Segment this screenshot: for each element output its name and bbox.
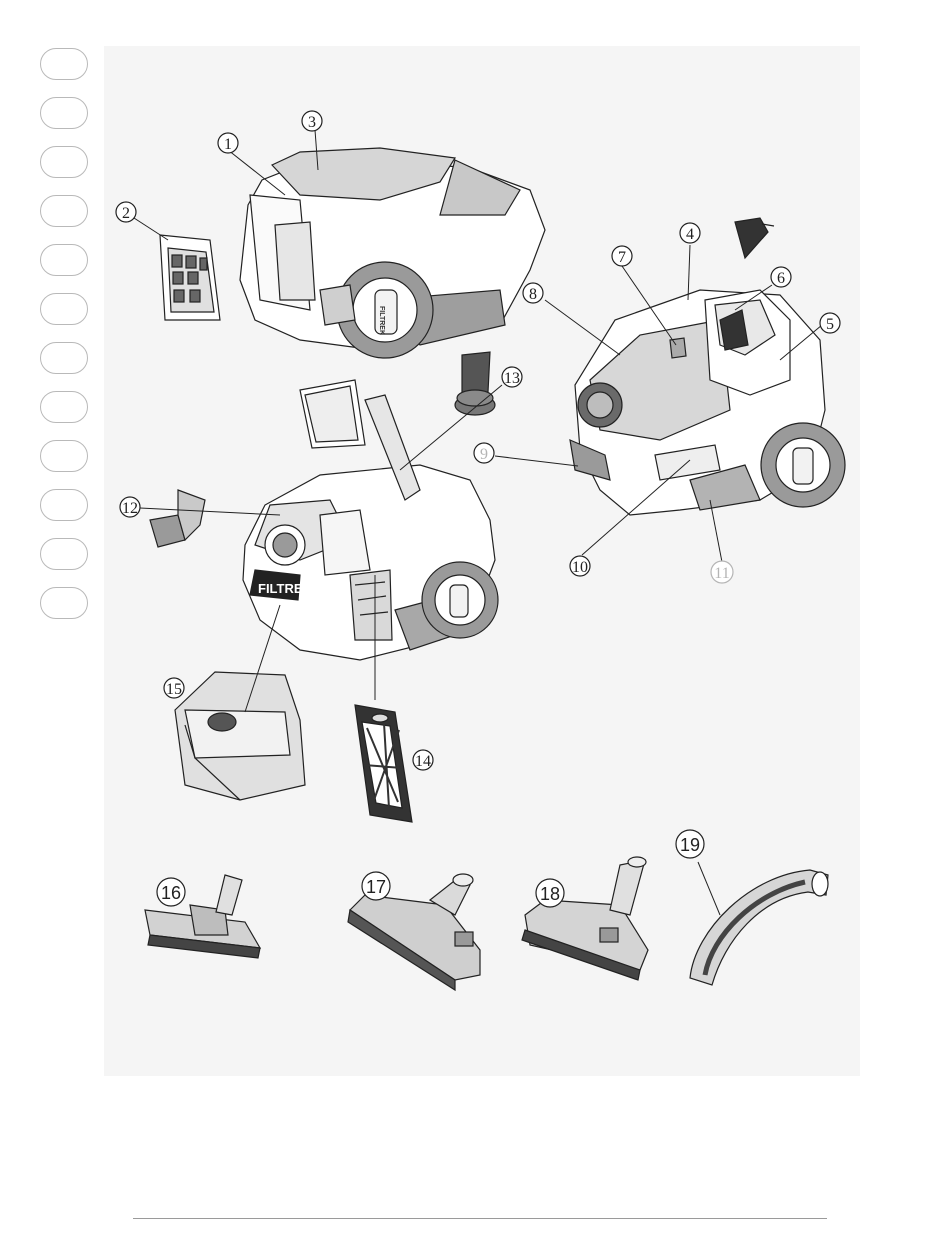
callout-14: 14 bbox=[415, 753, 431, 770]
callout-2: 2 bbox=[122, 205, 130, 222]
callout-1: 1 bbox=[224, 136, 232, 153]
exhaust-filter-part bbox=[355, 705, 412, 822]
hose-adapter-part bbox=[150, 490, 205, 547]
body-brand-label: FILTREK bbox=[258, 581, 313, 596]
hose-connector-part bbox=[455, 352, 495, 415]
callout-10: 10 bbox=[572, 559, 588, 576]
callout-19: 19 bbox=[680, 835, 700, 855]
callout-8: 8 bbox=[529, 286, 537, 303]
callout-17: 17 bbox=[366, 877, 386, 897]
callout-15: 15 bbox=[166, 681, 182, 698]
vacuum-open-lid-view: FILTREK bbox=[243, 380, 498, 660]
callout-3: 3 bbox=[308, 114, 316, 131]
callout-18: 18 bbox=[540, 884, 560, 904]
wheel-brand-label: FILTREK bbox=[378, 306, 385, 335]
footer-divider bbox=[133, 1218, 827, 1219]
callout-12: 12 bbox=[122, 500, 138, 517]
callout-16: 16 bbox=[161, 883, 181, 903]
callout-4: 4 bbox=[686, 226, 694, 243]
floor-nozzle-18 bbox=[522, 857, 648, 980]
hose-handle-19 bbox=[690, 870, 828, 985]
dust-bag-part bbox=[175, 672, 305, 800]
callout-5: 5 bbox=[826, 316, 834, 333]
callout-7: 7 bbox=[618, 249, 626, 266]
cord-plug-icon bbox=[735, 218, 774, 258]
hepa-filter-part bbox=[160, 235, 220, 320]
callout-6: 6 bbox=[777, 270, 785, 287]
callout-9: 9 bbox=[480, 446, 488, 463]
callout-11: 11 bbox=[714, 565, 729, 582]
callout-13: 13 bbox=[504, 370, 520, 387]
vacuum-front-view bbox=[570, 290, 845, 515]
vacuum-rear-view: FILTREK bbox=[240, 148, 545, 358]
